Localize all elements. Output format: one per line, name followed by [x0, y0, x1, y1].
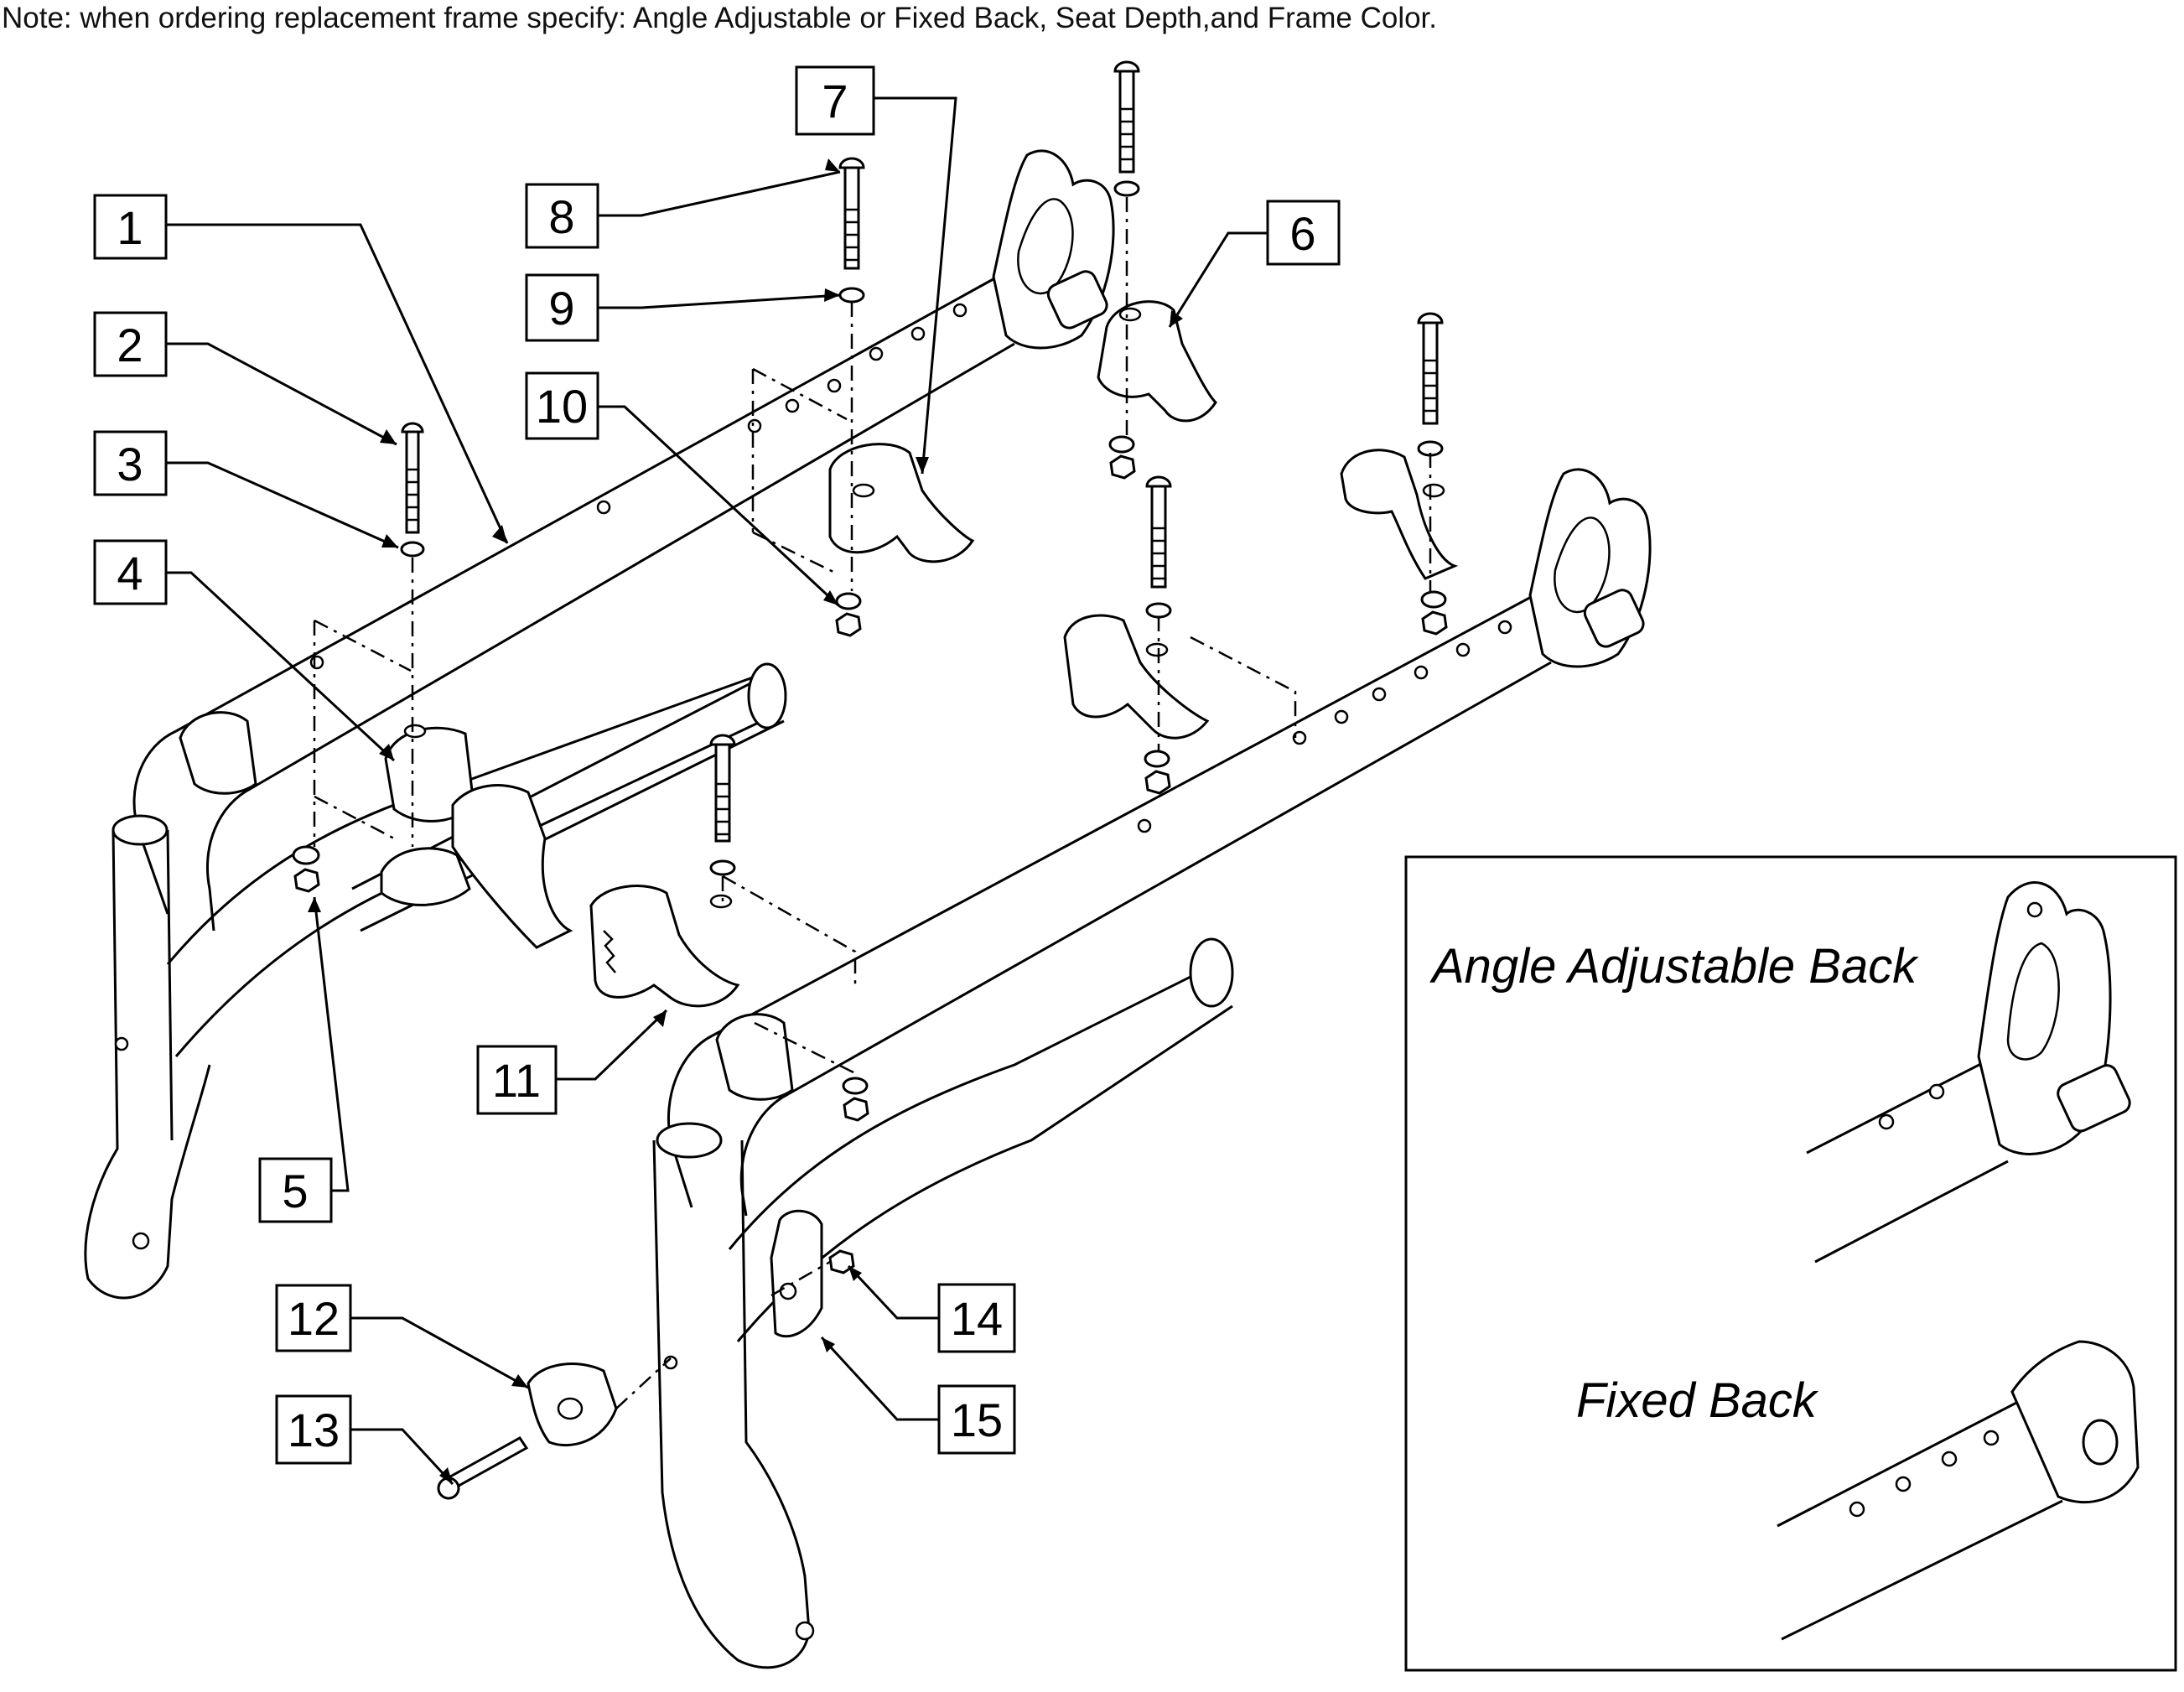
callout-11: 11 [476, 1045, 558, 1115]
svg-text:13: 13 [288, 1404, 340, 1456]
svg-text:6: 6 [1289, 207, 1315, 260]
clamp-part-11 [589, 885, 740, 1008]
callout-5: 5 [258, 1157, 333, 1223]
bolts [400, 60, 1444, 1500]
callout-14: 14 [937, 1283, 1016, 1353]
callouts: 1 2 3 4 5 6 7 8 [93, 65, 1341, 1486]
svg-text:10: 10 [536, 380, 588, 433]
svg-text:14: 14 [951, 1292, 1003, 1345]
svg-text:9: 9 [548, 282, 574, 335]
angle-adjustable-back-drawing [1806, 881, 2131, 1264]
svg-text:3: 3 [117, 438, 143, 490]
clamp-part-15 [770, 1209, 823, 1338]
clamp-right-rear [1340, 449, 1459, 580]
callout-3: 3 [93, 430, 168, 496]
svg-text:2: 2 [117, 319, 143, 371]
nuts [292, 435, 1448, 1274]
back-type-inset: Angle Adjustable Back Fixed Back [1404, 855, 2177, 1672]
left-side-frame [84, 149, 1115, 1300]
callout-6: 6 [1266, 200, 1341, 266]
callout-9: 9 [525, 273, 599, 342]
callout-12: 12 [275, 1284, 352, 1352]
ordering-note: Note: when ordering replacement frame sp… [2, 2, 1438, 34]
callout-2: 2 [93, 311, 168, 377]
svg-text:11: 11 [492, 1054, 541, 1107]
callout-7: 7 [795, 65, 875, 136]
callout-1: 1 [93, 194, 168, 260]
fixed-back-drawing [1777, 1340, 2140, 1641]
clamp-part-7 [828, 443, 975, 563]
svg-text:1: 1 [117, 201, 143, 254]
svg-text:8: 8 [548, 190, 574, 243]
clamp-part-4 [380, 724, 573, 949]
clamp-part-12 [527, 1362, 618, 1447]
callout-13: 13 [275, 1394, 352, 1465]
callout-10: 10 [525, 371, 599, 440]
svg-text:4: 4 [117, 547, 143, 599]
right-side-frame [652, 468, 1652, 1669]
callout-4: 4 [93, 539, 168, 605]
angle-adjustable-back-label: Angle Adjustable Back [1429, 939, 1919, 994]
svg-text:5: 5 [282, 1165, 308, 1217]
clamp-right-front [1063, 614, 1210, 740]
svg-text:7: 7 [822, 75, 848, 127]
svg-text:15: 15 [951, 1394, 1003, 1446]
callout-8: 8 [525, 183, 599, 249]
assembly-dash-lines [313, 197, 1432, 1409]
fixed-back-label: Fixed Back [1576, 1373, 1819, 1428]
clamp-part-6 [1097, 300, 1217, 423]
svg-text:12: 12 [288, 1292, 340, 1345]
callout-15: 15 [937, 1384, 1016, 1455]
